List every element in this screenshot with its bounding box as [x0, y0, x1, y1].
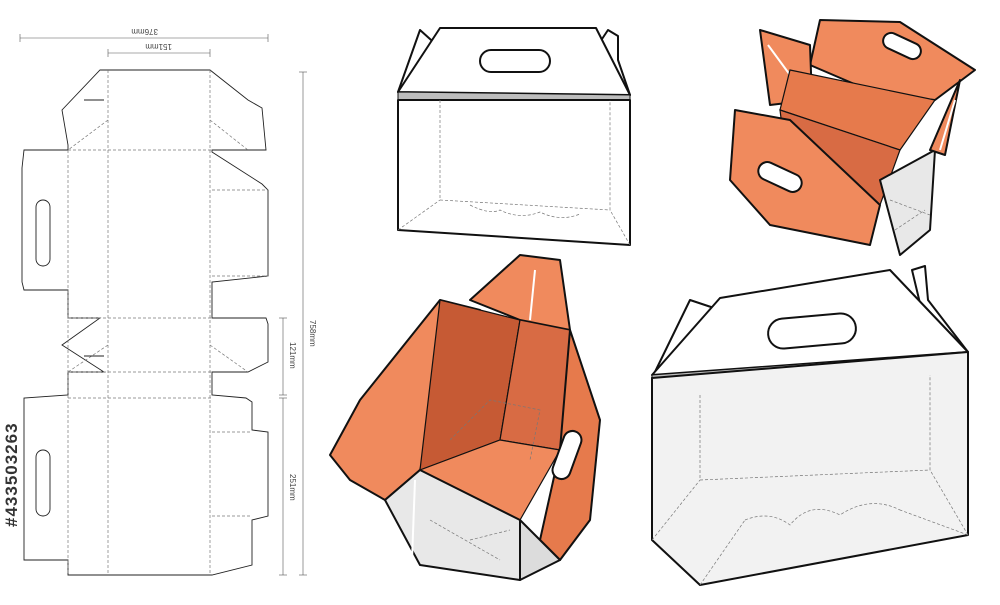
- handle-hole: [479, 49, 551, 73]
- box-closed-front-view: [651, 265, 969, 586]
- dim-total-width-label: 376mm: [131, 27, 158, 36]
- stock-id-watermark: #433503263: [2, 422, 21, 528]
- box-closed-view: [397, 27, 631, 246]
- handle-hole-front: [757, 161, 803, 193]
- dimension-front-height: 251mm: [279, 397, 297, 576]
- handle-hole-right: [882, 31, 922, 61]
- box-open-top-view: [729, 19, 976, 256]
- handle-hole-top: [35, 199, 51, 267]
- dimension-side-height: 121mm: [279, 317, 297, 396]
- handle-hole-large: [767, 312, 857, 350]
- dim-front-height-label: 251mm: [288, 474, 297, 501]
- dim-side-height-label: 121mm: [288, 342, 297, 369]
- dim-panel-width-label: 151mm: [145, 42, 172, 51]
- dimension-panel-width: 151mm: [107, 42, 211, 57]
- handle-hole-side: [551, 429, 583, 481]
- dim-total-height-label: 758mm: [308, 320, 317, 347]
- dimension-total-width: 376mm: [19, 27, 269, 42]
- dieline-outline: [21, 69, 269, 576]
- flat-dieline: 376mm 151mm 758mm 121mm 251mm: [19, 27, 317, 576]
- handle-hole-bottom: [35, 449, 51, 517]
- box-open-angle-view: [329, 254, 601, 581]
- dimension-total-height: 758mm: [299, 71, 317, 576]
